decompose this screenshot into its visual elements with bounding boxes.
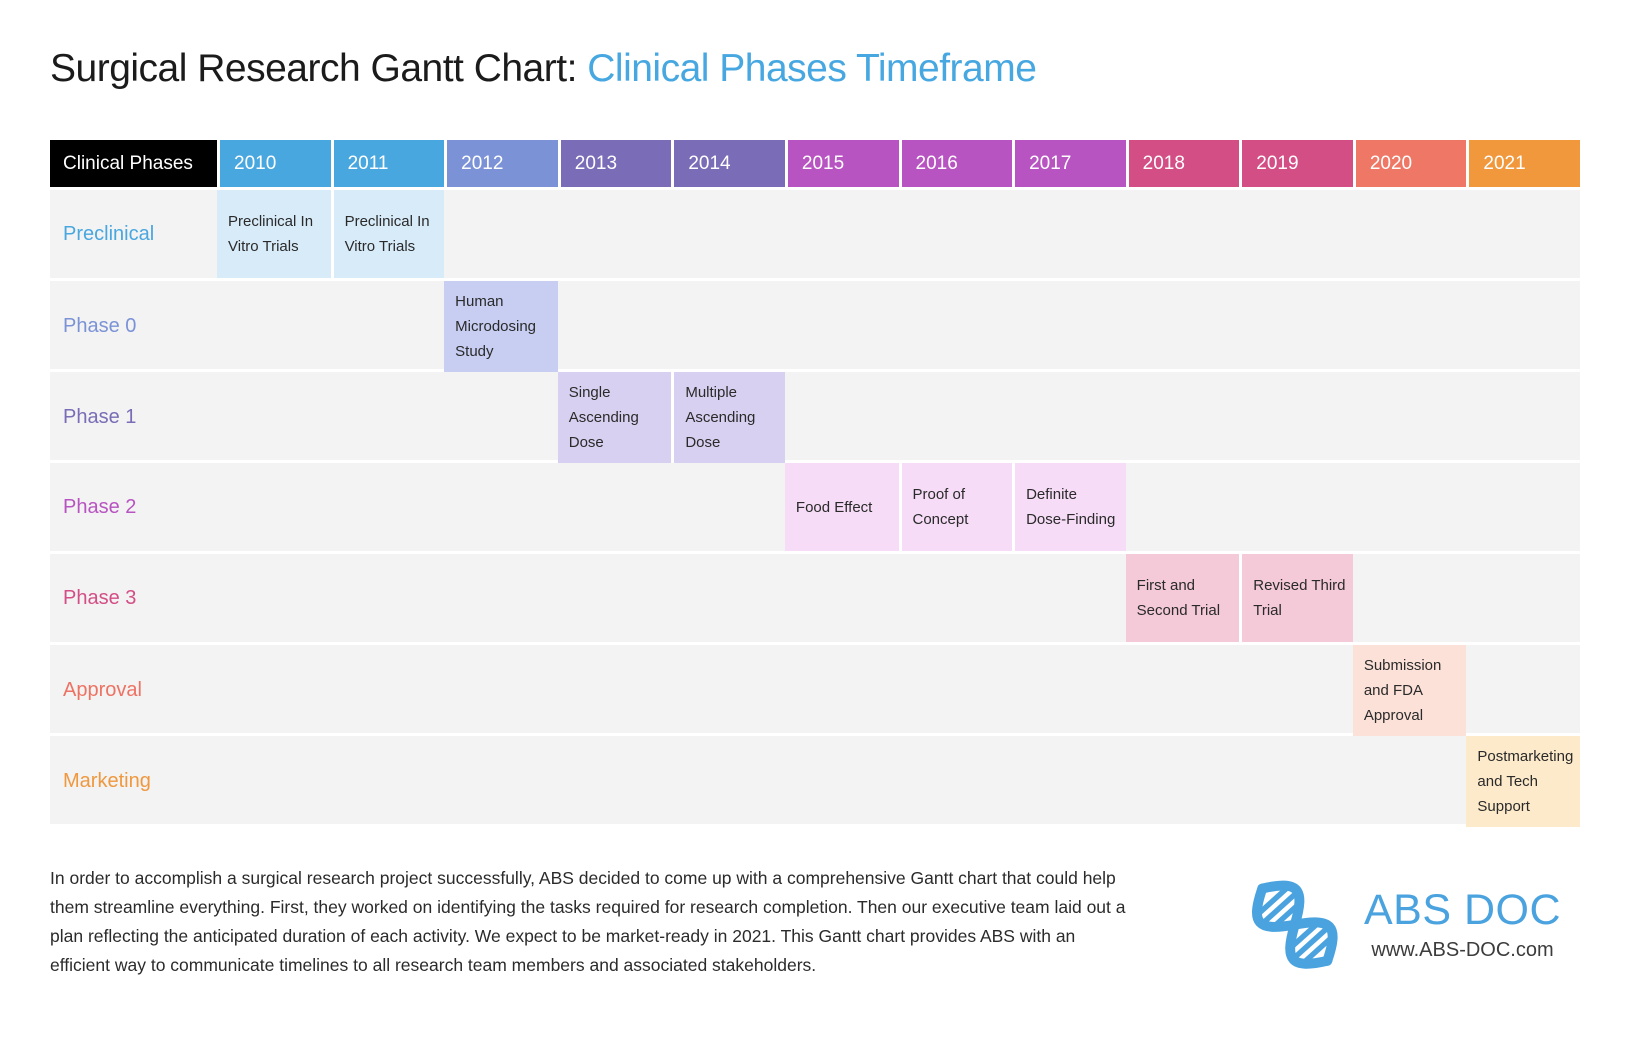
- gantt-bar: Submission and FDA Approval: [1352, 645, 1467, 736]
- page-title: Surgical Research Gantt Chart: Clinical …: [50, 46, 1582, 92]
- year-header-2014: 2014: [671, 140, 785, 187]
- corner-header-cell: Clinical Phases: [50, 140, 217, 187]
- title-accent: Clinical Phases Timeframe: [587, 47, 1037, 90]
- year-header-2013: 2013: [557, 140, 672, 187]
- phase-label: Phase 2: [63, 495, 137, 518]
- year-header-2018: 2018: [1125, 140, 1240, 187]
- year-header-2021: 2021: [1466, 140, 1580, 187]
- gantt-bar: First and Second Trial: [1125, 554, 1240, 642]
- phase-row-phase-0: Phase 0 Human Microdosing Study: [50, 281, 1580, 372]
- footer: In order to accomplish a surgical resear…: [50, 864, 1582, 980]
- phase-label: Phase 1: [63, 406, 137, 428]
- gantt-bar: Revised Third Trial: [1239, 554, 1353, 642]
- logo: ABS DOC www.ABS-DOC.com: [1242, 870, 1582, 982]
- gantt-bar: Preclinical In Vitro Trials: [330, 190, 445, 278]
- gantt-bar: Preclinical In Vitro Trials: [217, 190, 331, 278]
- logo-url: www.ABS-DOC.com: [1371, 939, 1554, 961]
- page: Surgical Research Gantt Chart: Clinical …: [50, 46, 1582, 980]
- gantt-bar: Human Microdosing Study: [444, 281, 558, 372]
- dna-helix-icon: [1252, 880, 1338, 969]
- description-paragraph: In order to accomplish a surgical resear…: [50, 868, 1126, 975]
- title-main: Surgical Research Gantt Chart:: [50, 47, 588, 90]
- gantt-bar: Definite Dose-Finding: [1012, 463, 1126, 551]
- phase-label: Preclinical: [63, 222, 155, 245]
- year-header-2011: 2011: [330, 140, 445, 187]
- year-header-2012: 2012: [444, 140, 558, 187]
- year-header-2019: 2019: [1239, 140, 1353, 187]
- phase-row-marketing: Marketing Postmarketing and Tech Support: [50, 736, 1580, 827]
- gantt-bar: Proof of Concept: [898, 463, 1013, 551]
- year-header-2015: 2015: [784, 140, 899, 187]
- phase-label: Marketing: [63, 770, 151, 792]
- phase-row-approval: Approval Submission and FDA Approval: [50, 645, 1580, 736]
- gantt-bar: Food Effect: [784, 463, 899, 551]
- year-header-2020: 2020: [1352, 140, 1467, 187]
- phase-label: Approval: [63, 679, 142, 701]
- gantt-bar: Postmarketing and Tech Support: [1466, 736, 1580, 827]
- gantt-bar: Multiple Ascending Dose: [671, 372, 785, 463]
- gantt-bar: Single Ascending Dose: [557, 372, 672, 463]
- year-header-2010: 2010: [217, 140, 331, 187]
- phase-label: Phase 3: [63, 586, 137, 609]
- year-header-2017: 2017: [1012, 140, 1126, 187]
- year-header-2016: 2016: [898, 140, 1013, 187]
- phase-label: Phase 0: [63, 315, 137, 337]
- logo-name: ABS DOC: [1364, 886, 1562, 934]
- logo-text-block: ABS DOC www.ABS-DOC.com: [1364, 887, 1561, 965]
